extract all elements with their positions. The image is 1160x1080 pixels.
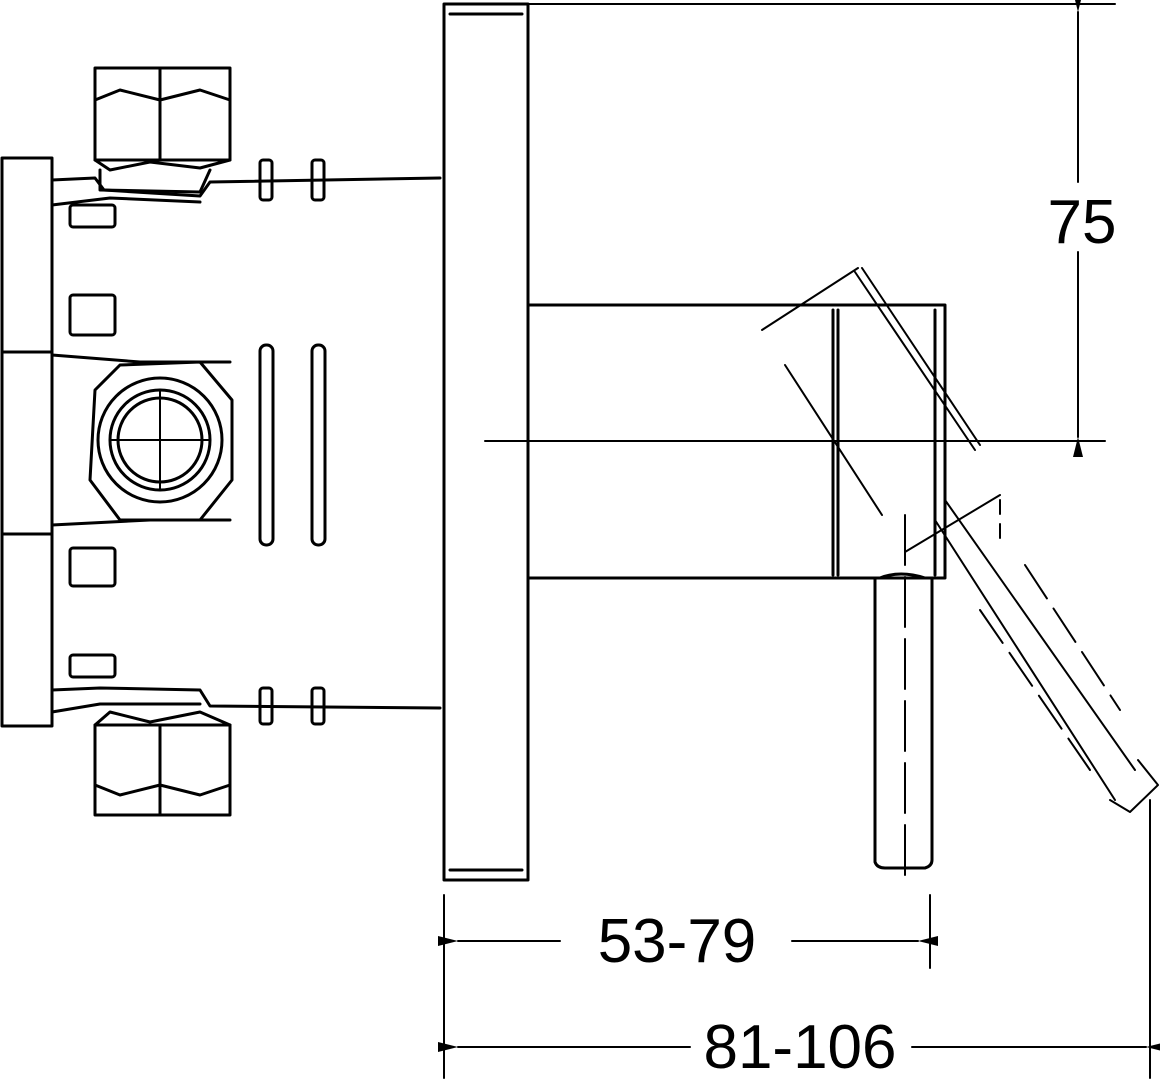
top-hex-nut [93,66,232,194]
dimension-outer-depth [438,799,1160,1079]
dimension-height [527,0,1116,457]
lever-alt-position [761,267,1159,881]
body-block-top [0,156,54,354]
concealed-body [0,66,442,817]
lever-handle [873,572,934,870]
dimension-label-height: 75 [1048,188,1117,257]
dimension-label-outer-depth: 81-106 [703,1013,896,1080]
center-connection [88,360,234,522]
body-block-bottom [0,532,54,728]
bottom-hex-nut [93,710,232,817]
body-block-middle [0,350,54,536]
dimension-label-inner-depth: 53-79 [598,907,757,976]
